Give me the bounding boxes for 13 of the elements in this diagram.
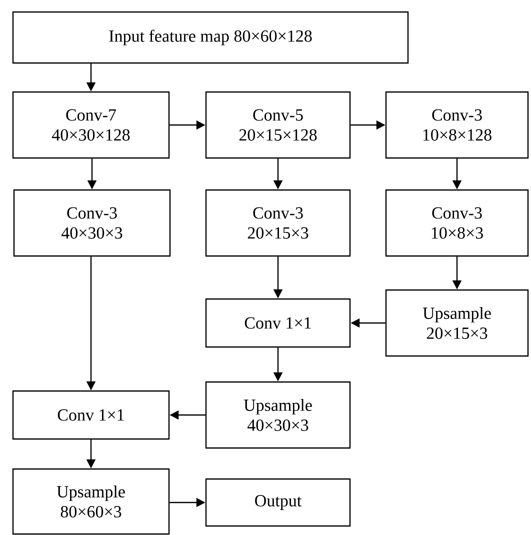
process-box: Conv-3 40×30×3 xyxy=(13,189,171,257)
process-box: Conv-3 10×8×3 xyxy=(385,189,529,257)
process-box: Input feature map 80×60×128 xyxy=(12,11,409,64)
process-box: Upsample 40×30×3 xyxy=(205,381,351,449)
process-box: Conv-3 20×15×3 xyxy=(205,189,351,257)
process-box: Conv 1×1 xyxy=(205,298,351,348)
process-box: Upsample 80×60×3 xyxy=(12,468,170,535)
process-box: Output xyxy=(205,478,351,527)
process-box: Upsample 20×15×3 xyxy=(385,289,529,357)
process-box: Conv-5 20×15×128 xyxy=(205,91,351,159)
process-box: Conv-7 40×30×128 xyxy=(12,91,170,159)
process-box: Conv-3 10×8×128 xyxy=(385,91,529,159)
process-box: Conv 1×1 xyxy=(12,390,170,440)
